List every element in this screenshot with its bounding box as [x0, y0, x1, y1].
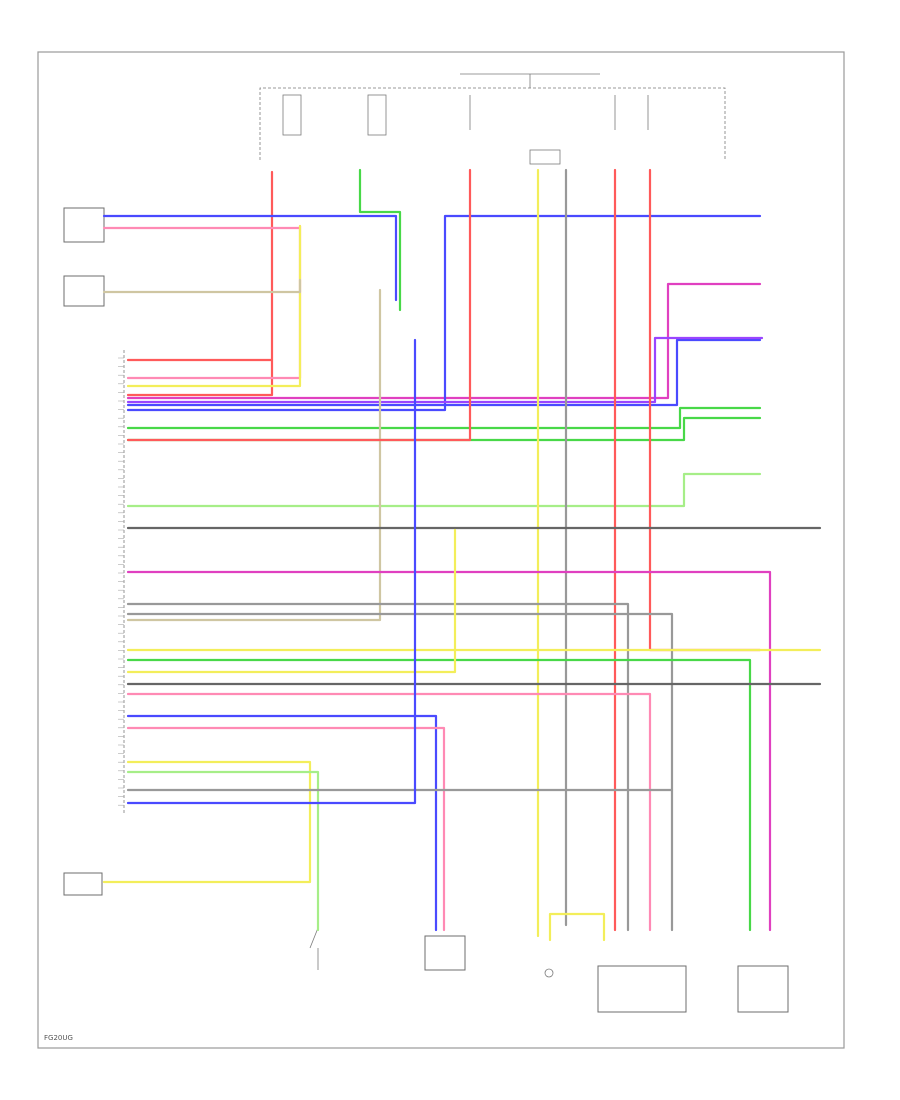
wire-green [126, 658, 752, 932]
wire-blue [126, 338, 417, 805]
wire-blue [102, 214, 398, 302]
wire-gray [126, 612, 674, 932]
wire-red [648, 168, 762, 652]
diagram-code: FG20UG [44, 1034, 73, 1042]
wire-blue [126, 338, 762, 407]
bottom-component-c [737, 965, 789, 1013]
left-component-bottom [63, 872, 103, 896]
pin-labels-layer [118, 357, 124, 806]
top-fuse-box [259, 73, 726, 165]
wire-red [126, 168, 472, 442]
bottom-component-b [597, 965, 687, 1013]
wires-layer [102, 168, 822, 942]
wire-yellow [126, 224, 302, 388]
wire-blue [126, 714, 438, 932]
wire-blue [126, 214, 762, 412]
left-component-top [63, 207, 105, 243]
wire-magenta [126, 282, 762, 400]
wire-green [126, 406, 762, 430]
wire-pink [126, 692, 652, 932]
left-component-middle [63, 275, 105, 307]
wire-tan [102, 278, 302, 294]
bottom-component-a [424, 935, 466, 971]
wire-yellow [548, 912, 606, 942]
wire-red [126, 170, 274, 362]
wire-yellow [126, 528, 457, 674]
wire-pink [126, 224, 302, 380]
wire-tan [126, 288, 382, 622]
wire-pink [126, 726, 446, 932]
wire-magenta [126, 570, 772, 932]
diagram-frame [37, 51, 845, 1049]
wire-yellow [102, 760, 312, 884]
wire-violet [126, 336, 764, 404]
wire-gray [126, 602, 630, 932]
wire-red [126, 358, 274, 397]
wire-green [358, 168, 402, 312]
bottom-lamp [544, 968, 554, 978]
wire-lightgreen [126, 472, 762, 508]
switch-symbol [309, 927, 319, 970]
wire-lightgreen [126, 770, 320, 932]
